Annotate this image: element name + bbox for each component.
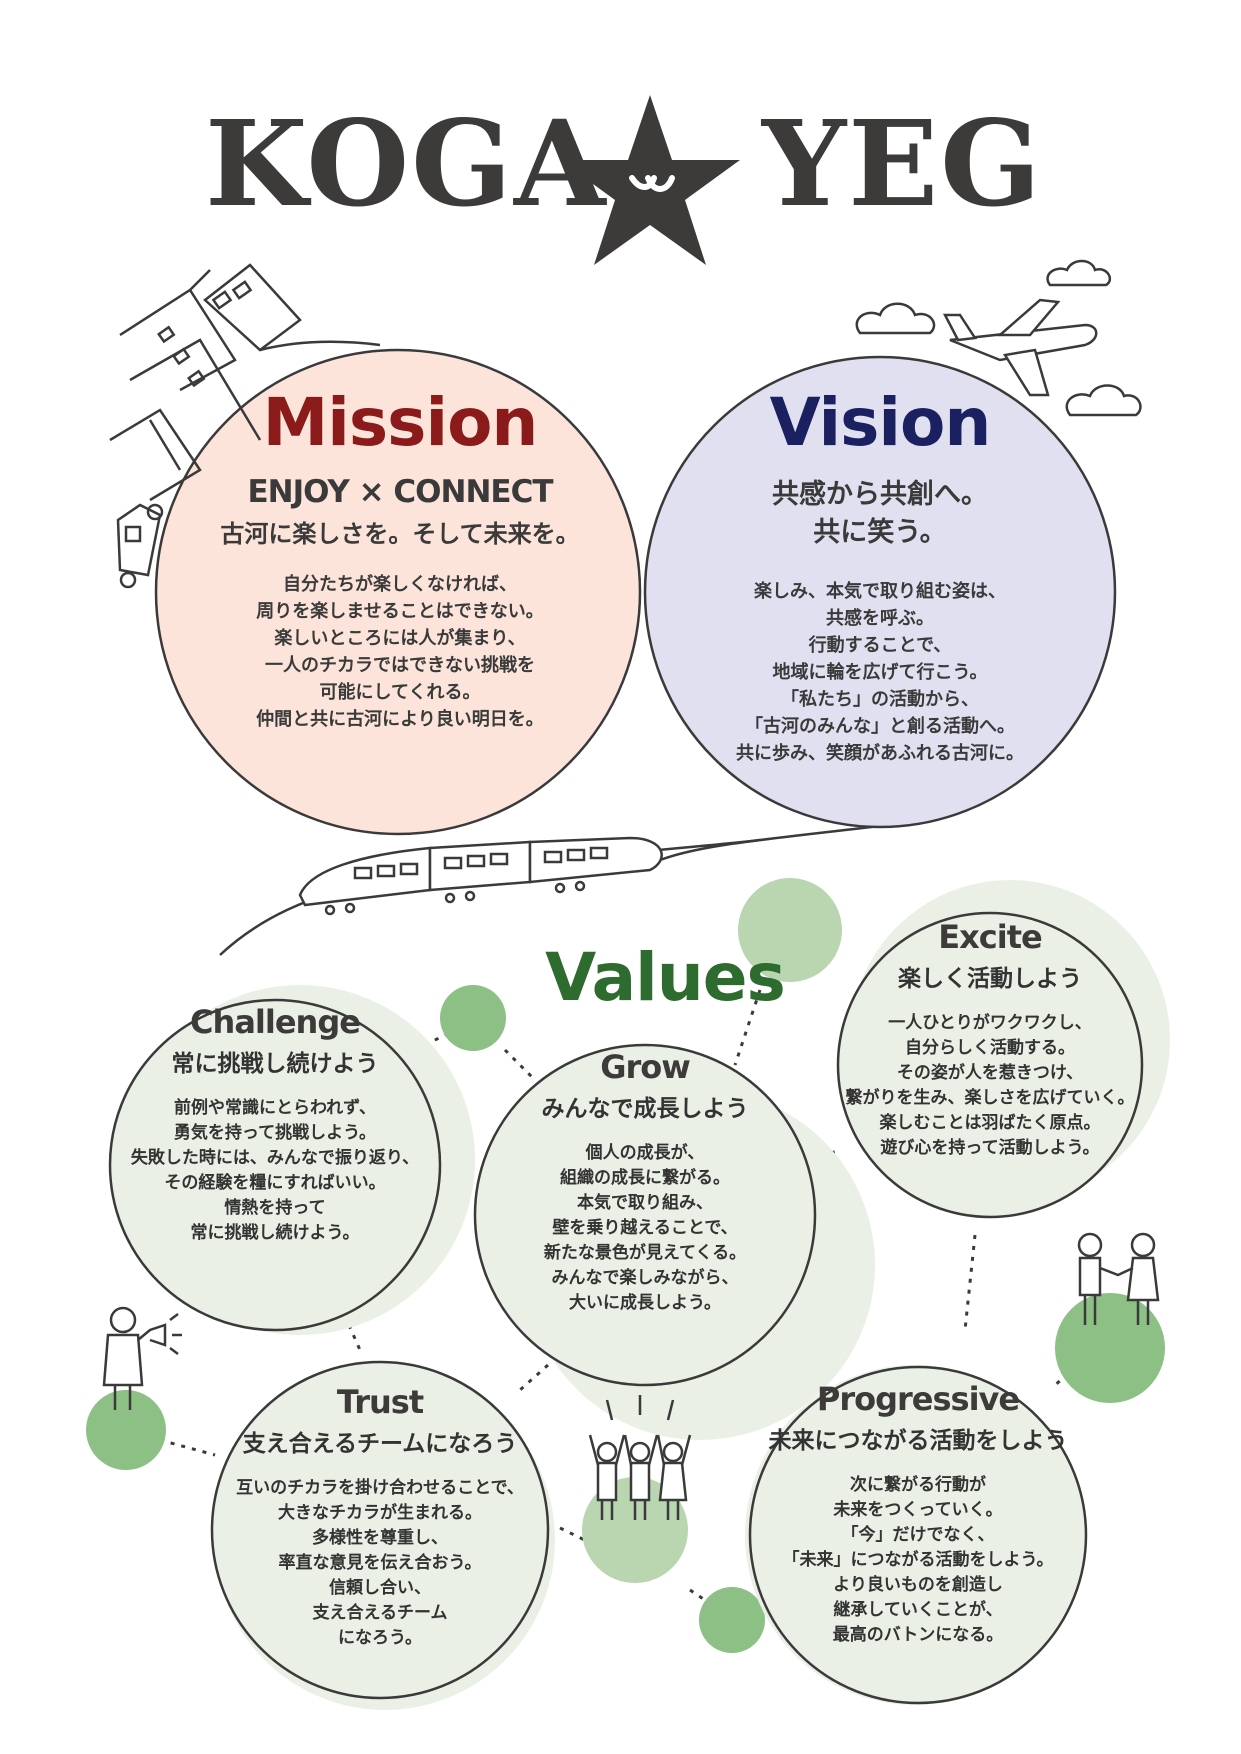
grow-body: 個人の成長が、 組織の成長に繋がる。 本気で取り組み、 壁を乗り越えることで、 … xyxy=(543,1143,747,1314)
trust-subtitle: 支え合えるチームになろう xyxy=(242,1431,518,1458)
challenge-block: Challenge 常に挑戦し続けよう 前例や常識にとらわれず、 勇気を持って挑… xyxy=(115,1003,435,1246)
vision-body: 楽しみ、本気で取り組む姿は、 共感を呼ぶ。 行動することで、 地域に輪を広げて行… xyxy=(736,581,1024,764)
grow-title: Grow xyxy=(600,1048,691,1086)
cloud-icon xyxy=(855,259,1142,417)
progressive-circle xyxy=(748,1365,1088,1705)
challenge-title: Challenge xyxy=(190,1003,361,1041)
excite-block: Excite 楽しく活動しよう 一人ひとりがワクワクし、 自分らしく活動する。 … xyxy=(830,918,1150,1161)
logo-yeg: YEG xyxy=(762,94,1043,233)
trust-title: Trust xyxy=(336,1383,424,1421)
car-icon xyxy=(116,503,164,589)
mission-body: 自分たちが楽しくなければ、 周りを楽しませることはできない。 楽しいところには人… xyxy=(256,574,544,730)
vision-circle xyxy=(643,355,1117,829)
values-title: Values xyxy=(545,939,786,1016)
mission-circle xyxy=(154,348,642,836)
trust-body: 互いのチカラを掛け合わせることで、 大きなチカラが生まれる。 多様性を尊重し、 … xyxy=(236,1478,524,1649)
mission-title: Mission xyxy=(262,384,539,461)
mission-subtitle: 古河に楽しさを。そして未来を。 xyxy=(220,520,580,548)
grow-circle xyxy=(473,1043,817,1387)
trust-block: Trust 支え合えるチームになろう 互いのチカラを掛け合わせることで、 大きな… xyxy=(220,1383,540,1651)
challenge-subtitle: 常に挑戦し続けよう xyxy=(171,1051,379,1078)
excite-circle xyxy=(836,911,1144,1219)
handshake-people-icon xyxy=(1077,1232,1160,1325)
logo-koga: KOGA xyxy=(205,94,608,233)
grow-subtitle: みんなで成長しよう xyxy=(541,1096,749,1123)
challenge-circle xyxy=(108,998,442,1332)
cheering-people-icon xyxy=(588,1395,692,1520)
progressive-subtitle: 未来につながる活動をしよう xyxy=(768,1428,1068,1455)
challenge-body: 前例や常識にとらわれず、 勇気を持って挑戦しよう。 失敗した時には、みんなで振り… xyxy=(130,1098,420,1244)
vision-title: Vision xyxy=(769,384,992,461)
progressive-block: Progressive 未来につながる活動をしよう 次に繋がる行動が 未来をつく… xyxy=(758,1380,1078,1648)
star-logo-icon xyxy=(560,95,740,265)
vision-block: Vision 共感から共創へ。 共に笑う。 楽しみ、本気で取り組む姿は、 共感を… xyxy=(655,390,1105,767)
vision-subtitle: 共感から共創へ。 共に笑う。 xyxy=(772,479,988,548)
excite-title: Excite xyxy=(938,918,1042,956)
airplane-icon xyxy=(942,298,1098,397)
excite-body: 一人ひとりがワクワクし、 自分らしく活動する。 その姿が人を惹きつけ、 繋がりを… xyxy=(845,1013,1135,1159)
green-dots xyxy=(86,985,765,1653)
megaphone-person-icon xyxy=(102,1306,182,1410)
progressive-body: 次に繋がる行動が 未来をつくっていく。 「今」だけでなく、 「未来」につながる活… xyxy=(782,1475,1054,1646)
mission-block: Mission ENJOY × CONNECT 古河に楽しさを。そして未来を。 … xyxy=(175,390,625,733)
buildings-icon xyxy=(109,263,381,502)
mission-tagline: ENJOY × CONNECT xyxy=(247,474,554,510)
excite-subtitle: 楽しく活動しよう xyxy=(898,966,1082,993)
values-circles xyxy=(108,911,1144,1705)
trust-circle xyxy=(210,1360,550,1700)
grow-block: Grow みんなで成長しよう 個人の成長が、 組織の成長に繋がる。 本気で取り組… xyxy=(485,1048,805,1316)
progressive-title: Progressive xyxy=(816,1380,1020,1418)
train-icon xyxy=(298,836,663,916)
